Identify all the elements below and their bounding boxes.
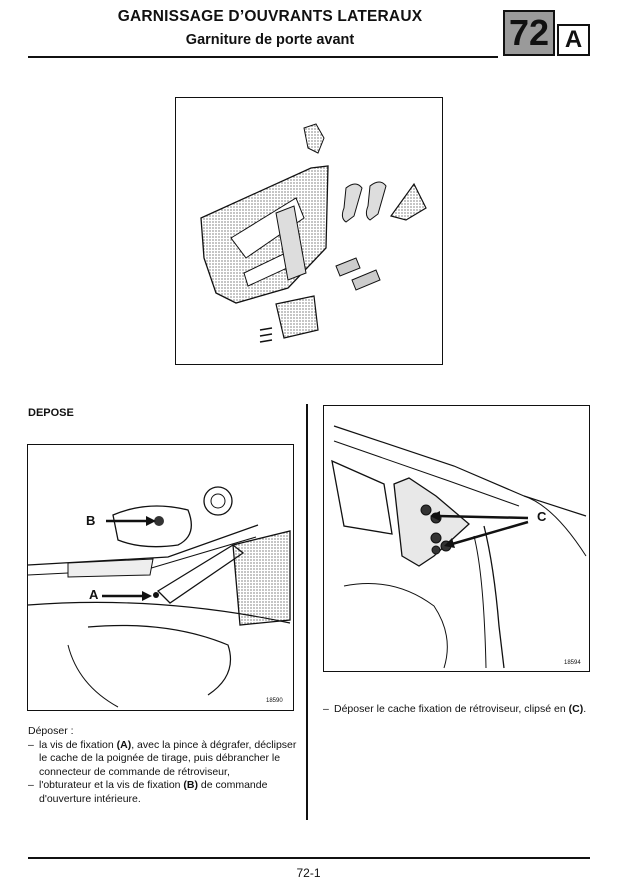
section-number-badge: 72 (503, 10, 555, 56)
instruction-item: – l'obturateur et la vis de fixation (B)… (28, 779, 298, 806)
column-divider (306, 404, 308, 820)
removal-instructions-right: – Déposer le cache fixation de rétrovise… (323, 703, 593, 717)
instruction-text: Déposer le cache fixation de rétroviseur… (334, 703, 569, 715)
exploded-door-panel-figure (175, 97, 443, 365)
page-number: 72-1 (296, 866, 321, 880)
reference-label-b: (B) (183, 779, 198, 791)
instruction-text: . (583, 703, 587, 715)
instruction-text: , avec la pince à dégrafer, déclipser le… (39, 738, 297, 778)
footer-rule (28, 857, 590, 859)
mirror-cover-drawing (331, 425, 587, 669)
header-rule (28, 56, 498, 58)
door-trim-screws-figure: B A 18590 (27, 444, 294, 711)
callout-label-b: B (86, 513, 96, 528)
figure-ref-number: 18594 (564, 660, 581, 666)
instruction-text: l'obturateur et la vis de fixation (39, 779, 184, 791)
page-title: GARNISSAGE D’OUVRANTS LATERAUX (117, 8, 423, 25)
callout-label-c: C (537, 509, 547, 524)
section-heading: DEPOSE (28, 407, 74, 419)
instruction-text: de commande d'ouverture intérieure. (39, 779, 268, 805)
removal-instructions-left: Déposer : – la vis de fixation (A), avec… (28, 725, 298, 806)
figure-ref-number: 18590 (266, 698, 283, 704)
list-dash: – (28, 779, 34, 791)
reference-label-a: (A) (116, 738, 132, 751)
instruction-item: – Déposer le cache fixation de rétrovise… (323, 703, 593, 717)
section-letter-badge: A (557, 24, 590, 56)
mirror-cover-clips-figure: C 18594 (323, 405, 590, 672)
instruction-item: – la vis de fixation (A), avec la pince … (28, 739, 298, 780)
instruction-text: la vis de fixation (39, 738, 117, 751)
door-trim-drawing (28, 486, 291, 708)
list-dash: – (323, 703, 329, 715)
reference-label-c: (C) (568, 703, 584, 715)
list-dash: – (28, 738, 34, 751)
callout-label-a: A (89, 587, 99, 602)
instructions-intro: Déposer : (28, 725, 74, 737)
page-subtitle: Garniture de porte avant (185, 32, 355, 48)
exploded-door-panel-drawing (200, 123, 427, 343)
